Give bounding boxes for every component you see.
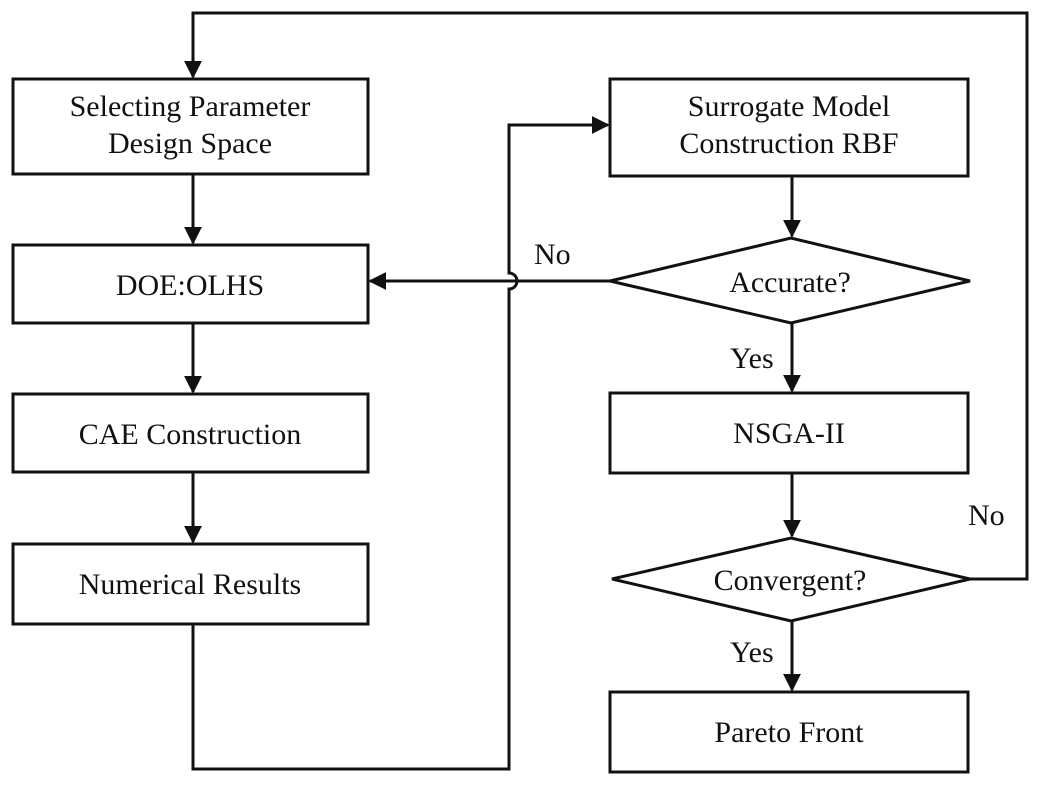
cae-construction-label: CAE Construction — [79, 418, 302, 451]
accurate-yes-label: Yes — [730, 342, 774, 375]
pareto-front-label: Pareto Front — [714, 716, 864, 749]
doe-olhs-box — [11, 243, 370, 325]
accurate-decision — [609, 236, 971, 325]
surrogate-model-label-line1: Surrogate Model — [688, 90, 890, 123]
convergent-yes-label: Yes — [730, 636, 774, 669]
arrow-convergent-no-to-selecting — [184, 11, 1029, 581]
doe-olhs-label: DOE:OLHS — [116, 269, 264, 302]
selecting-parameter-box — [11, 77, 370, 176]
convergent-no-label: No — [968, 499, 1005, 532]
selecting-parameter-label-line2: Design Space — [108, 127, 272, 160]
selecting-parameter-label-line1: Selecting Parameter — [70, 90, 311, 123]
numerical-results-label: Numerical Results — [79, 568, 301, 601]
accurate-no-label: No — [534, 238, 571, 271]
surrogate-model-box — [608, 77, 970, 178]
convergent-decision-label: Convergent? — [714, 564, 867, 597]
nsga-ii-box — [608, 391, 970, 475]
surrogate-model-label-line2: Construction RBF — [679, 127, 898, 160]
numerical-results-box — [11, 542, 370, 626]
cae-construction-box — [11, 392, 370, 474]
accurate-decision-label: Accurate? — [729, 266, 851, 299]
nsga-ii-label: NSGA-II — [733, 417, 845, 450]
pareto-front-box — [608, 690, 970, 774]
